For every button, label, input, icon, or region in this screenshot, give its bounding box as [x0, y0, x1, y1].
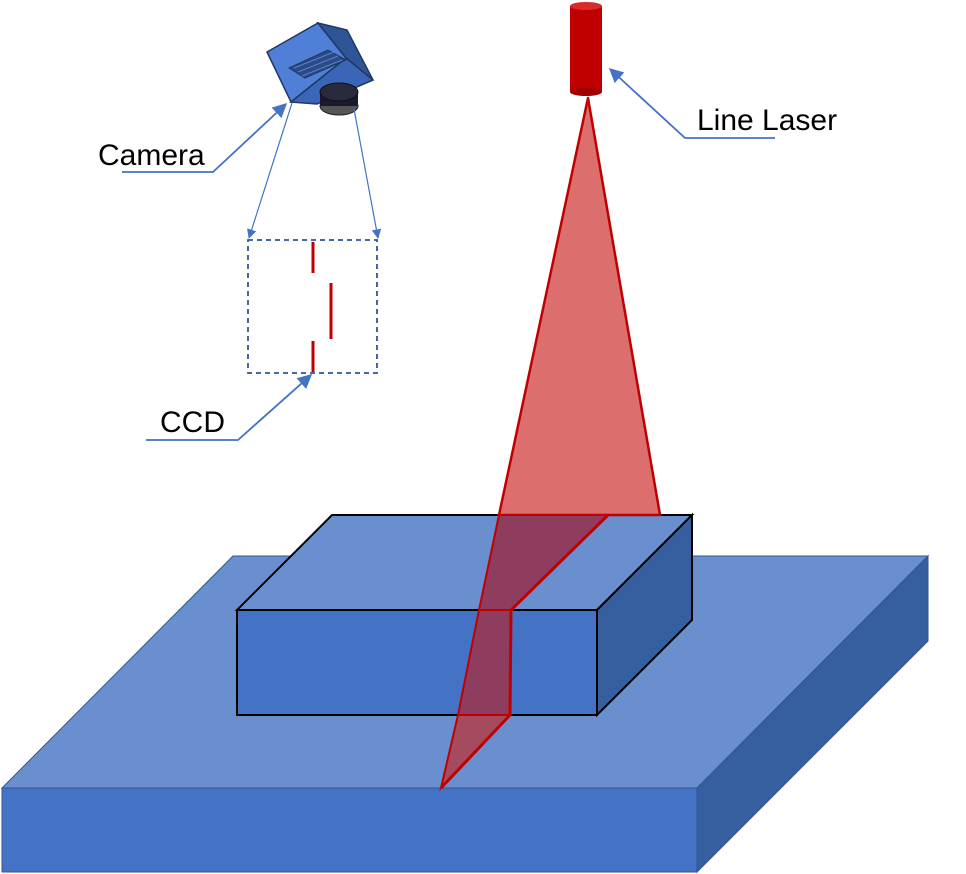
fov-arrow-right	[353, 108, 382, 239]
camera-icon	[266, 21, 375, 116]
laser-fan	[439, 96, 662, 792]
block-front	[236, 609, 598, 716]
laser-stripe	[439, 513, 610, 790]
base-plate-side	[696, 554, 929, 874]
block-side	[596, 512, 693, 718]
camera-label: Camera	[98, 139, 205, 172]
laser-fan-upper	[497, 96, 662, 517]
ccd-label: CCD	[160, 406, 225, 439]
line-laser-label: Line Laser	[697, 104, 837, 137]
camera-leader	[122, 103, 288, 173]
line-laser-icon	[570, 2, 602, 96]
line-laser-leader	[608, 68, 775, 139]
ccd-frame	[247, 239, 378, 374]
base-plate-front	[1, 787, 698, 873]
ccd-leader	[146, 374, 313, 441]
fov-arrow-left	[247, 102, 293, 239]
